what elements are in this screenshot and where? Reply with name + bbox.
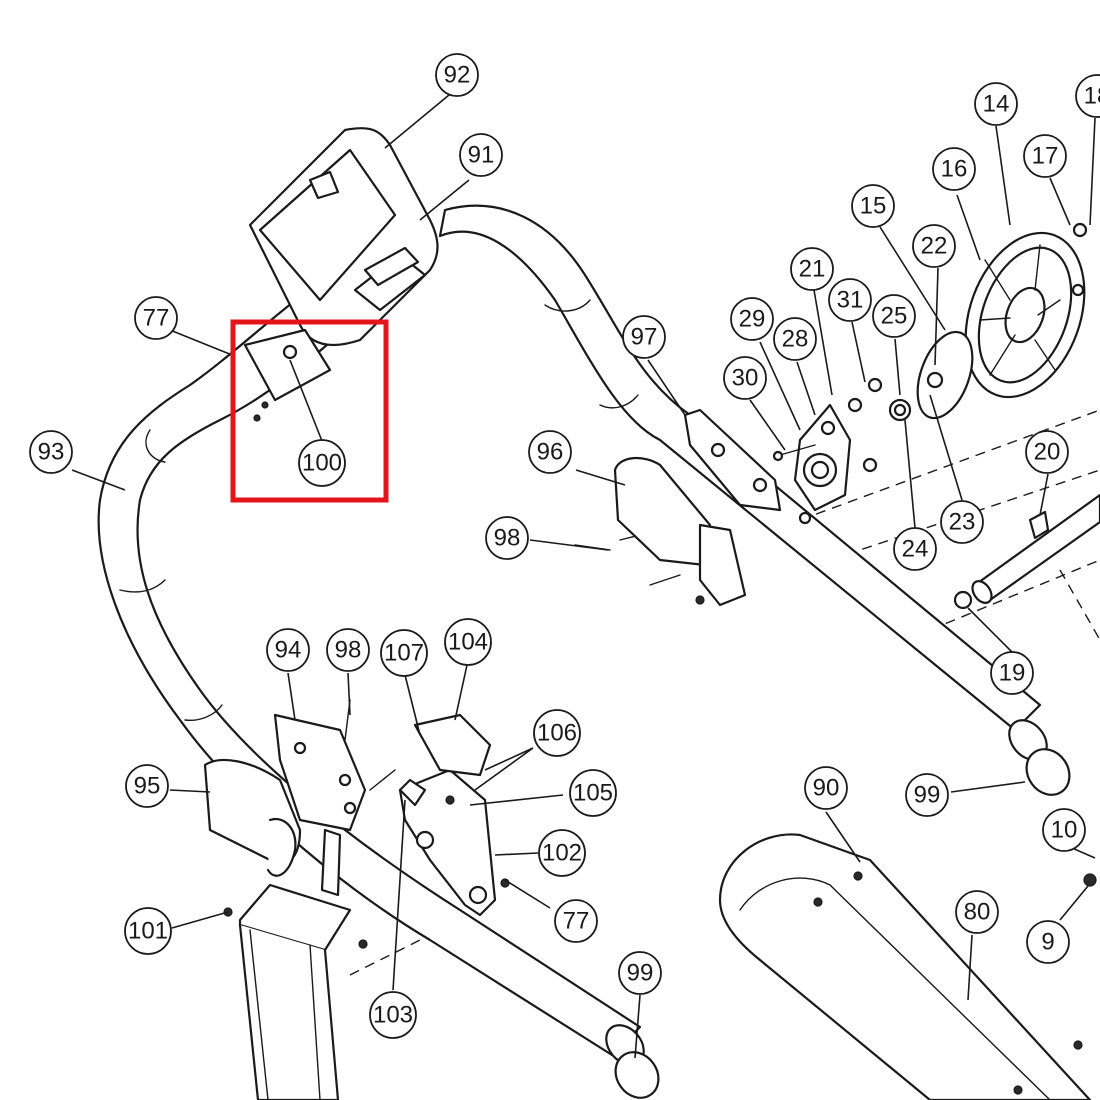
callout-90: 90 — [804, 766, 848, 810]
svg-text:92: 92 — [444, 62, 471, 89]
callout-22: 22 — [912, 224, 956, 268]
svg-text:107: 107 — [384, 640, 424, 667]
callout-17: 17 — [1023, 134, 1067, 178]
callout-31: 31 — [828, 278, 872, 322]
end-cap-right — [1025, 748, 1071, 796]
svg-text:77: 77 — [143, 305, 170, 332]
svg-text:99: 99 — [914, 782, 941, 809]
axle — [953, 493, 1100, 610]
svg-text:100: 100 — [302, 450, 342, 477]
console-bracket — [243, 328, 332, 422]
callout-92: 92 — [435, 53, 479, 97]
svg-text:96: 96 — [537, 439, 564, 466]
callout-20: 20 — [1025, 430, 1069, 474]
callout-98: 98 — [326, 628, 370, 672]
svg-text:18: 18 — [1084, 83, 1100, 110]
callout-98: 98 — [485, 516, 529, 560]
callout-93: 93 — [29, 430, 73, 474]
left-clamp — [203, 713, 367, 897]
svg-text:103: 103 — [373, 1002, 413, 1029]
callout-94: 94 — [266, 628, 310, 672]
svg-text:16: 16 — [941, 156, 968, 183]
callout-19: 19 — [990, 651, 1034, 695]
pulley-assembly — [888, 222, 1088, 422]
svg-text:77: 77 — [563, 908, 590, 935]
callout-101: 101 — [124, 907, 172, 955]
highlight-box — [230, 319, 389, 503]
svg-text:98: 98 — [335, 637, 362, 664]
svg-text:102: 102 — [542, 840, 582, 867]
svg-text:15: 15 — [860, 193, 887, 220]
callout-18: 18 — [1075, 74, 1100, 118]
rear-cover — [718, 833, 1097, 1100]
svg-text:9: 9 — [1041, 929, 1054, 956]
svg-text:20: 20 — [1034, 439, 1061, 466]
svg-text:98: 98 — [494, 525, 521, 552]
callout-103: 103 — [369, 991, 417, 1039]
svg-text:90: 90 — [813, 775, 840, 802]
svg-text:93: 93 — [38, 439, 65, 466]
callout-99: 99 — [905, 773, 949, 817]
callout-10: 10 — [1042, 808, 1086, 852]
svg-text:17: 17 — [1032, 143, 1059, 170]
callout-77: 77 — [134, 296, 178, 340]
callout-24: 24 — [893, 527, 937, 571]
callout-97: 97 — [622, 315, 666, 359]
svg-text:94: 94 — [275, 637, 302, 664]
svg-text:28: 28 — [782, 326, 809, 353]
svg-text:14: 14 — [983, 91, 1010, 118]
callout-100: 100 — [298, 439, 346, 487]
svg-text:104: 104 — [448, 629, 488, 656]
callout-95: 95 — [125, 764, 169, 808]
svg-text:10: 10 — [1051, 817, 1078, 844]
svg-text:19: 19 — [999, 660, 1026, 687]
callout-28: 28 — [773, 317, 817, 361]
svg-text:31: 31 — [837, 287, 864, 314]
callout-29: 29 — [730, 297, 774, 341]
callout-102: 102 — [538, 829, 586, 877]
svg-text:99: 99 — [627, 960, 654, 987]
svg-text:106: 106 — [537, 720, 577, 747]
leader-lines — [71, 94, 1096, 1059]
upright-column — [223, 883, 368, 1100]
right-clamp — [613, 408, 782, 607]
end-cap-lower — [614, 1051, 660, 1099]
svg-text:30: 30 — [732, 365, 759, 392]
callout-21: 21 — [790, 247, 834, 291]
callout-16: 16 — [932, 147, 976, 191]
callout-30: 30 — [723, 356, 767, 400]
callout-14: 14 — [974, 82, 1018, 126]
svg-text:80: 80 — [964, 899, 991, 926]
callout-77: 77 — [554, 899, 598, 943]
callout-25: 25 — [872, 294, 916, 338]
svg-text:21: 21 — [799, 256, 826, 283]
pivot-plate — [398, 713, 510, 917]
console-housing — [248, 127, 439, 347]
callout-80: 80 — [955, 890, 999, 934]
svg-text:25: 25 — [881, 303, 908, 330]
callout-9: 9 — [1026, 920, 1070, 964]
idler-bracket — [772, 377, 883, 525]
callout-15: 15 — [851, 184, 895, 228]
svg-text:101: 101 — [128, 918, 168, 945]
callout-107: 107 — [380, 629, 428, 677]
callout-23: 23 — [940, 500, 984, 544]
svg-text:91: 91 — [468, 142, 495, 169]
svg-text:23: 23 — [949, 509, 976, 536]
callout-96: 96 — [528, 430, 572, 474]
svg-text:24: 24 — [902, 536, 929, 563]
callout-105: 105 — [569, 769, 617, 817]
callout-104: 104 — [444, 618, 492, 666]
callout-106: 106 — [533, 709, 581, 757]
svg-text:105: 105 — [573, 780, 613, 807]
svg-text:29: 29 — [739, 306, 766, 333]
callouts: 92 91 77 93 100 97 96 98 14 18 17 16 15 … — [29, 53, 1100, 1039]
callout-99: 99 — [618, 951, 662, 995]
svg-text:97: 97 — [631, 324, 658, 351]
svg-text:95: 95 — [134, 773, 161, 800]
svg-text:22: 22 — [921, 233, 948, 260]
callout-91: 91 — [459, 133, 503, 177]
